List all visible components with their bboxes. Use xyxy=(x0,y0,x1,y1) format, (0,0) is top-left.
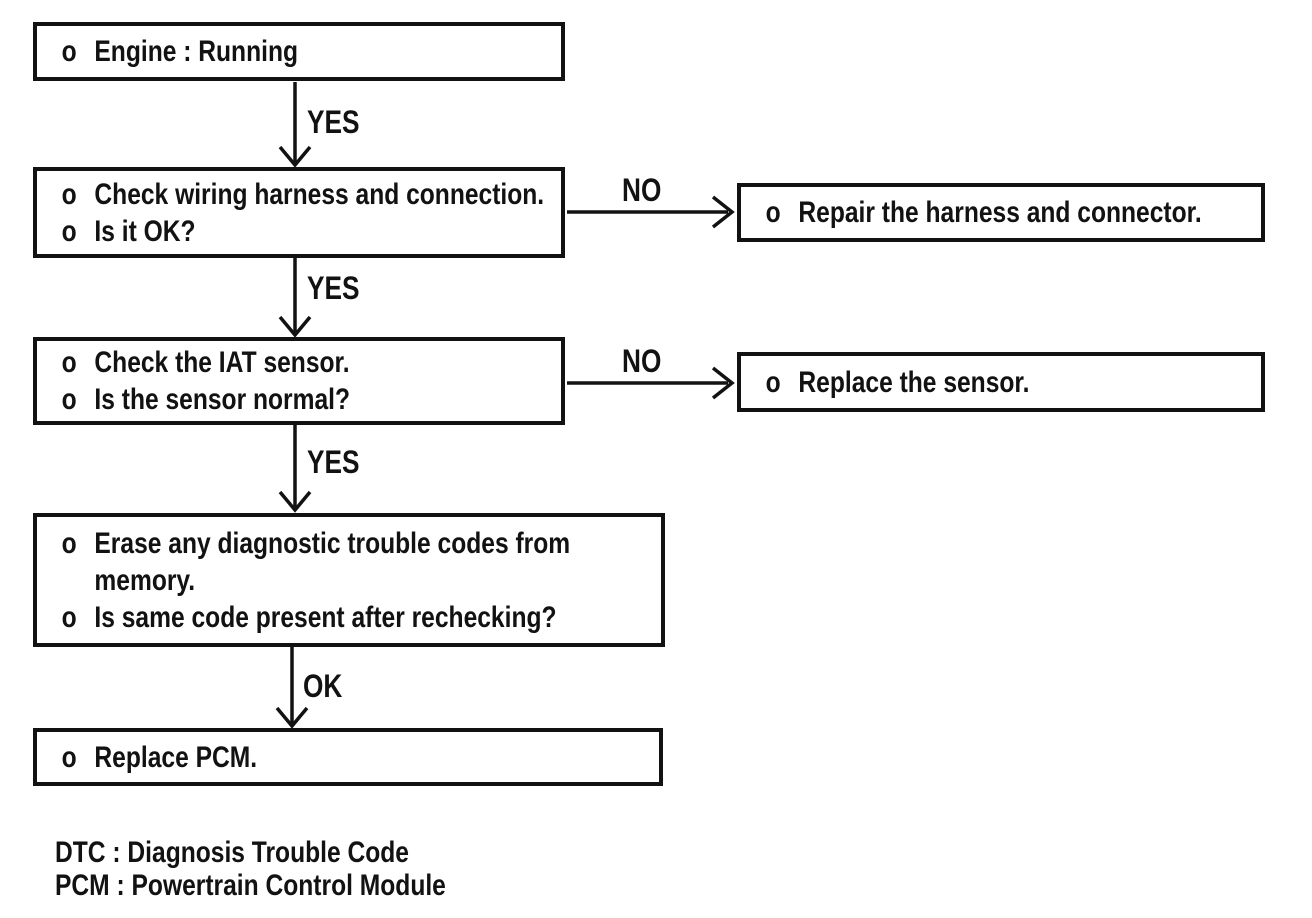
label-no-1: NO xyxy=(622,172,662,208)
box-check-iat-sensor: o Check the IAT sensor. o Is the sensor … xyxy=(33,337,565,425)
label-ok: OK xyxy=(303,668,343,704)
bullet-marker: o xyxy=(61,600,77,634)
box-text: Replace PCM. xyxy=(94,740,258,774)
bullet-line: o Is it OK? xyxy=(37,213,561,250)
box-text: Check the IAT sensor. xyxy=(94,346,350,379)
bullet-marker: o xyxy=(61,346,77,379)
bullet-marker: o xyxy=(765,365,781,399)
bullet-marker: o xyxy=(61,177,77,211)
box-text: Is same code present after rechecking? xyxy=(94,600,557,634)
bullet-line: o Erase any diagnostic trouble codes fro… xyxy=(37,525,661,599)
bullet-marker: o xyxy=(61,214,77,248)
bullet-marker: o xyxy=(765,196,781,229)
bullet-line: o Is same code present after rechecking? xyxy=(37,599,661,636)
bullet-line: o Check the IAT sensor. xyxy=(37,344,561,381)
label-no-2: NO xyxy=(622,343,662,379)
legend-dtc: DTC : Diagnosis Trouble Code xyxy=(55,836,409,869)
label-yes-1: YES xyxy=(307,104,360,140)
bullet-line: o Check wiring harness and connection. xyxy=(37,176,561,213)
box-engine-running: o Engine : Running xyxy=(33,22,565,81)
box-text: Check wiring harness and connection. xyxy=(94,177,545,211)
box-text: Is it OK? xyxy=(94,214,196,248)
yes-arrow-2 xyxy=(278,258,312,338)
bullet-marker: o xyxy=(61,526,77,560)
yes-arrow-3 xyxy=(278,425,312,513)
box-replace-pcm: o Replace PCM. xyxy=(33,728,663,786)
box-erase-codes: o Erase any diagnostic trouble codes fro… xyxy=(33,513,665,647)
box-repair-harness: o Repair the harness and connector. xyxy=(737,183,1265,242)
bullet-marker: o xyxy=(61,383,77,416)
box-text: Is the sensor normal? xyxy=(94,383,351,416)
box-replace-sensor: o Replace the sensor. xyxy=(737,352,1265,412)
bullet-line: o Is the sensor normal? xyxy=(37,381,561,418)
legend-pcm: PCM : Powertrain Control Module xyxy=(55,869,446,902)
box-text: Repair the harness and connector. xyxy=(798,196,1202,229)
bullet-line: o Replace PCM. xyxy=(37,739,659,776)
bullet-line: o Replace the sensor. xyxy=(741,364,1261,401)
legend: DTC : Diagnosis Trouble Code PCM : Power… xyxy=(55,836,446,902)
box-text: Replace the sensor. xyxy=(798,365,1030,399)
bullet-marker: o xyxy=(61,35,77,68)
yes-arrow-1 xyxy=(278,82,312,168)
box-check-wiring: o Check wiring harness and connection. o… xyxy=(33,167,565,258)
label-yes-2: YES xyxy=(307,270,360,306)
bullet-line: o Repair the harness and connector. xyxy=(741,194,1261,231)
bullet-marker: o xyxy=(61,740,77,774)
box-text: Engine : Running xyxy=(94,35,299,68)
box-text: Erase any diagnostic trouble codes from … xyxy=(94,526,571,597)
label-yes-3: YES xyxy=(307,444,360,480)
bullet-line: o Engine : Running xyxy=(37,33,561,70)
